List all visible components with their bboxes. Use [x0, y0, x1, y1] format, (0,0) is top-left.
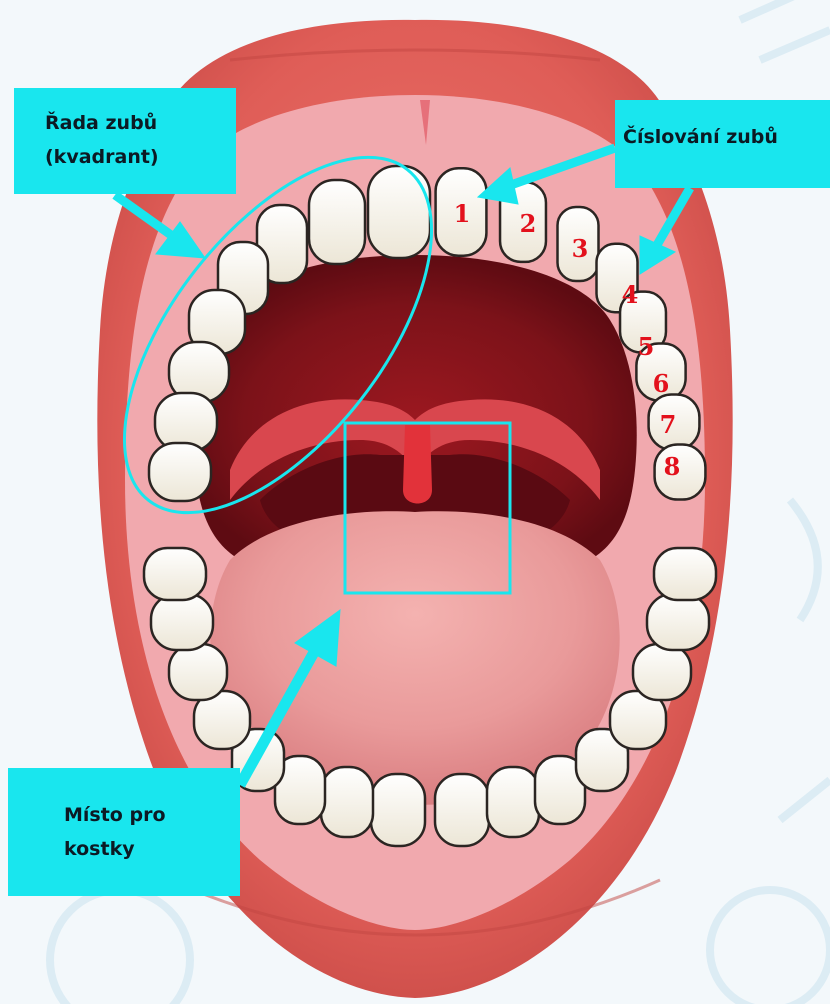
lower-left-tooth-7	[151, 594, 213, 650]
callout-numbering-text: Číslování zubů	[623, 120, 830, 154]
lower-left-tooth-2	[321, 767, 373, 837]
lower-left-tooth-6	[169, 644, 227, 700]
tooth-number-8: 8	[664, 452, 681, 481]
tooth-number-6: 6	[653, 369, 670, 398]
tooth-number-3: 3	[572, 234, 589, 263]
upper-left-tooth-8	[149, 443, 211, 501]
tooth-number-2: 2	[520, 209, 537, 238]
upper-left-tooth-1	[368, 166, 430, 258]
tooth-number-1: 1	[454, 199, 471, 228]
callout-dice-line2: kostky	[64, 832, 240, 866]
lower-right-tooth-1	[435, 774, 489, 846]
upper-left-tooth-2	[309, 180, 365, 264]
callout-quadrant: Řada zubů (kvadrant)	[14, 88, 236, 194]
tooth-number-7: 7	[660, 410, 677, 439]
uvula	[403, 425, 432, 504]
lower-right-tooth-8	[654, 548, 716, 600]
lower-right-tooth-7	[647, 594, 709, 650]
lower-left-tooth-1	[371, 774, 425, 846]
callout-quadrant-line2: (kvadrant)	[45, 140, 236, 174]
callout-dice-line1: Místo pro	[64, 798, 240, 832]
callout-tooth-numbering: Číslování zubů	[615, 100, 830, 188]
lower-right-tooth-2	[487, 767, 539, 837]
callout-dice-area: Místo pro kostky	[8, 768, 240, 896]
tooth-number-5: 5	[638, 332, 655, 361]
lower-left-tooth-8	[144, 548, 206, 600]
callout-quadrant-line1: Řada zubů	[45, 106, 236, 140]
lower-right-tooth-6	[633, 644, 691, 700]
tooth-number-4: 4	[622, 280, 639, 309]
